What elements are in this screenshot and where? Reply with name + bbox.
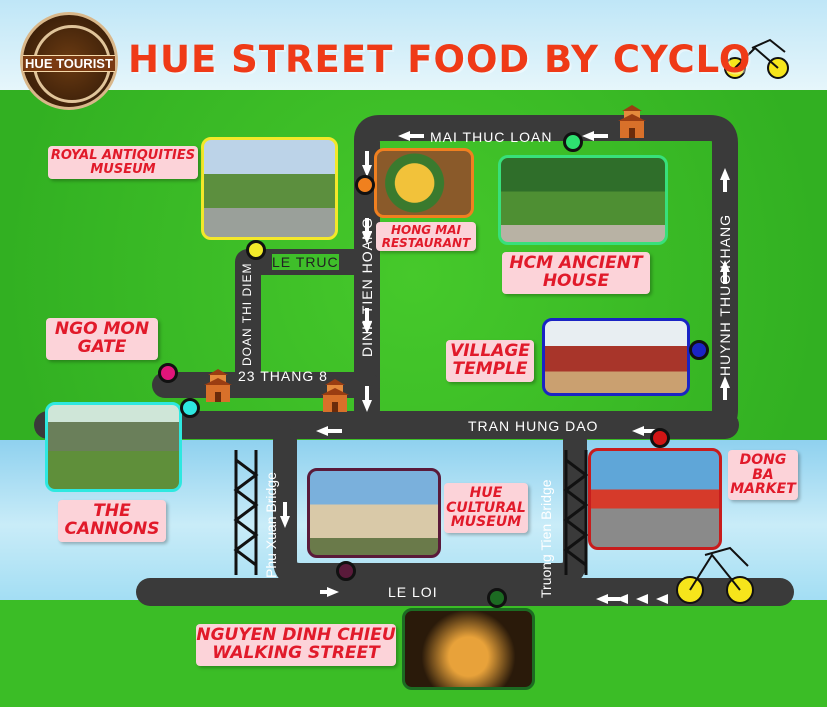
tag-line: ROYAL ANTIQUITIES — [50, 148, 196, 163]
street-mai-thuc-loan: MAI THUC LOAN — [430, 129, 553, 145]
tag-line: HCM ANCIENT — [509, 253, 643, 273]
pin-walking-street[interactable] — [487, 588, 507, 608]
pin-village-temple[interactable] — [689, 340, 709, 360]
street-le-loi: LE LOI — [388, 584, 438, 600]
tag-line: GATE — [77, 336, 127, 357]
tag-walking-street[interactable]: NGUYEN DINH CHIEU WALKING STREET — [196, 624, 396, 666]
map-title: HUE STREET FOOD BY CYCLO — [128, 38, 752, 81]
pin-cultural-museum[interactable] — [336, 561, 356, 581]
tag-cannons[interactable]: THE CANNONS — [58, 500, 166, 542]
tag-line: MUSEUM — [90, 161, 156, 177]
walking-street-photo[interactable] — [402, 608, 535, 690]
phu-xuan-bridge-label: Phu Xuan Bridge — [263, 472, 279, 578]
tag-ngo-mon[interactable]: NGO MON GATE — [46, 318, 158, 360]
street-23-thang-8: 23 THANG 8 — [238, 368, 328, 384]
tag-line: CULTURAL — [446, 499, 526, 516]
cannons-photo[interactable] — [45, 402, 182, 492]
logo-text: HUE TOURIST — [23, 55, 115, 72]
street-dinh-tien-hoang: DINH TIEN HOANG — [359, 217, 375, 357]
pin-hong-mai[interactable] — [355, 175, 375, 195]
street-le-truc: LE TRUC — [272, 254, 339, 270]
street-doan-thi-diem: DOAN THI DIEM — [240, 262, 254, 366]
truong-tien-bridge-label: Truong Tien Bridge — [538, 479, 554, 598]
tag-village-temple[interactable]: VILLAGE TEMPLE — [446, 340, 534, 382]
pin-royal-antiquities[interactable] — [246, 240, 266, 260]
tag-line: NGUYEN DINH CHIEU — [196, 625, 396, 645]
dong-ba-photo[interactable] — [588, 448, 722, 550]
citadel-gate-icon — [618, 105, 646, 138]
citadel-gate-icon — [204, 369, 232, 402]
tag-line: THE — [93, 501, 131, 521]
street-tran-hung-dao: TRAN HUNG DAO — [468, 418, 599, 434]
tag-line: HONG MAI — [390, 223, 461, 237]
tag-line: WALKING STREET — [212, 642, 380, 663]
pin-dong-ba[interactable] — [650, 428, 670, 448]
tag-royal-antiquities[interactable]: ROYAL ANTIQUITIES MUSEUM — [48, 146, 198, 180]
tag-line: RESTAURANT — [381, 235, 471, 250]
tag-dong-ba[interactable]: DONG BA MARKET — [728, 450, 798, 501]
tag-line: TEMPLE — [452, 358, 528, 379]
tag-line: HOUSE — [542, 270, 610, 291]
tag-line: CANNONS — [64, 518, 160, 539]
street-huynh-thuc-khang: HUYNH THUC KHANG — [717, 214, 733, 376]
tag-line: NGO MON — [54, 319, 150, 339]
hcm-house-photo[interactable] — [498, 155, 668, 245]
royal-antiquities-photo[interactable] — [201, 137, 338, 240]
tag-line: HUE — [469, 485, 503, 501]
tag-cultural-museum[interactable]: HUE CULTURAL MUSEUM — [444, 483, 528, 534]
pin-cannons[interactable] — [180, 398, 200, 418]
pin-hcm-house[interactable] — [563, 132, 583, 152]
tag-line: DONG — [739, 452, 787, 468]
tag-line: MARKET — [730, 481, 796, 498]
cultural-museum-photo[interactable] — [307, 468, 441, 558]
citadel-gate-icon — [321, 379, 349, 412]
tag-hcm-house[interactable]: HCM ANCIENT HOUSE — [502, 252, 650, 294]
hue-tourist-logo: HUE TOURIST — [20, 12, 118, 110]
tag-hong-mai[interactable]: HONG MAI RESTAURANT — [376, 222, 476, 252]
tag-line: MUSEUM — [450, 514, 522, 531]
village-temple-photo[interactable] — [542, 318, 690, 396]
pin-ngo-mon[interactable] — [158, 363, 178, 383]
tag-line: VILLAGE — [450, 341, 530, 361]
tag-line: BA — [752, 466, 774, 483]
hong-mai-photo[interactable] — [374, 148, 474, 218]
